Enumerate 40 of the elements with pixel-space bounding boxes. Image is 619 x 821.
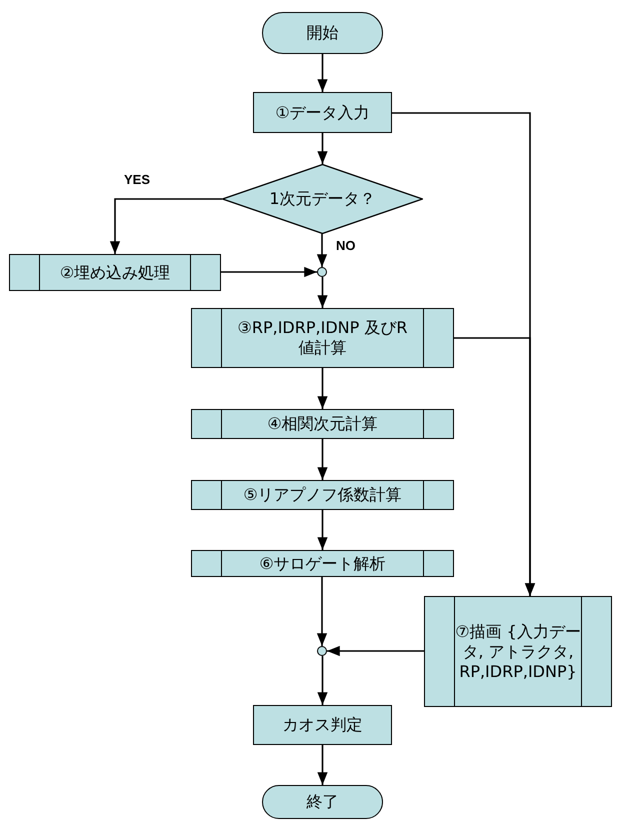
node-label: ⑥サロゲート解析 bbox=[259, 554, 386, 574]
terminal-box bbox=[262, 12, 383, 54]
node-label: 開始 bbox=[306, 23, 338, 43]
terminal-box bbox=[262, 785, 383, 819]
arrow bbox=[221, 266, 317, 278]
predefined-process-box bbox=[424, 596, 612, 707]
decision-diamond bbox=[222, 164, 423, 234]
predefined-process-box bbox=[191, 409, 454, 439]
node-label: ②埋め込み処理 bbox=[60, 262, 170, 282]
edge-label: NO bbox=[334, 238, 358, 253]
arrow bbox=[317, 510, 328, 550]
arrow bbox=[317, 276, 328, 308]
arrow bbox=[317, 745, 328, 785]
arrow bbox=[316, 234, 328, 267]
node-label: ④相関次元計算 bbox=[267, 414, 378, 434]
arrow bbox=[110, 198, 222, 254]
arrow bbox=[317, 54, 328, 92]
arrow bbox=[316, 577, 328, 646]
predefined-process-box bbox=[9, 254, 221, 291]
node-label: 終了 bbox=[306, 792, 338, 812]
process-box bbox=[253, 92, 392, 133]
arrow bbox=[327, 646, 424, 656]
predefined-process-box bbox=[191, 550, 454, 577]
junction-circle bbox=[317, 646, 327, 656]
node-label: ⑦描画 {入力データ, アトラクタ, RP,IDRP,IDNP} bbox=[454, 622, 582, 682]
node-label: ⑤リアプノフ係数計算 bbox=[243, 485, 402, 505]
arrow bbox=[317, 368, 328, 409]
edge-label: YES bbox=[122, 172, 152, 187]
node-label: 1次元データ？ bbox=[269, 189, 376, 209]
process-box bbox=[253, 705, 392, 745]
arrow bbox=[317, 656, 328, 705]
node-label: ③RP,IDRP,IDNP 及びR値計算 bbox=[236, 318, 408, 358]
junction-circle bbox=[317, 267, 327, 277]
predefined-process-box bbox=[191, 308, 454, 368]
arrow bbox=[454, 337, 536, 596]
predefined-process-box bbox=[191, 480, 454, 510]
arrow bbox=[317, 133, 328, 164]
arrow bbox=[317, 439, 328, 480]
node-label: カオス判定 bbox=[282, 715, 362, 735]
node-label: ①データ入力 bbox=[275, 102, 370, 122]
